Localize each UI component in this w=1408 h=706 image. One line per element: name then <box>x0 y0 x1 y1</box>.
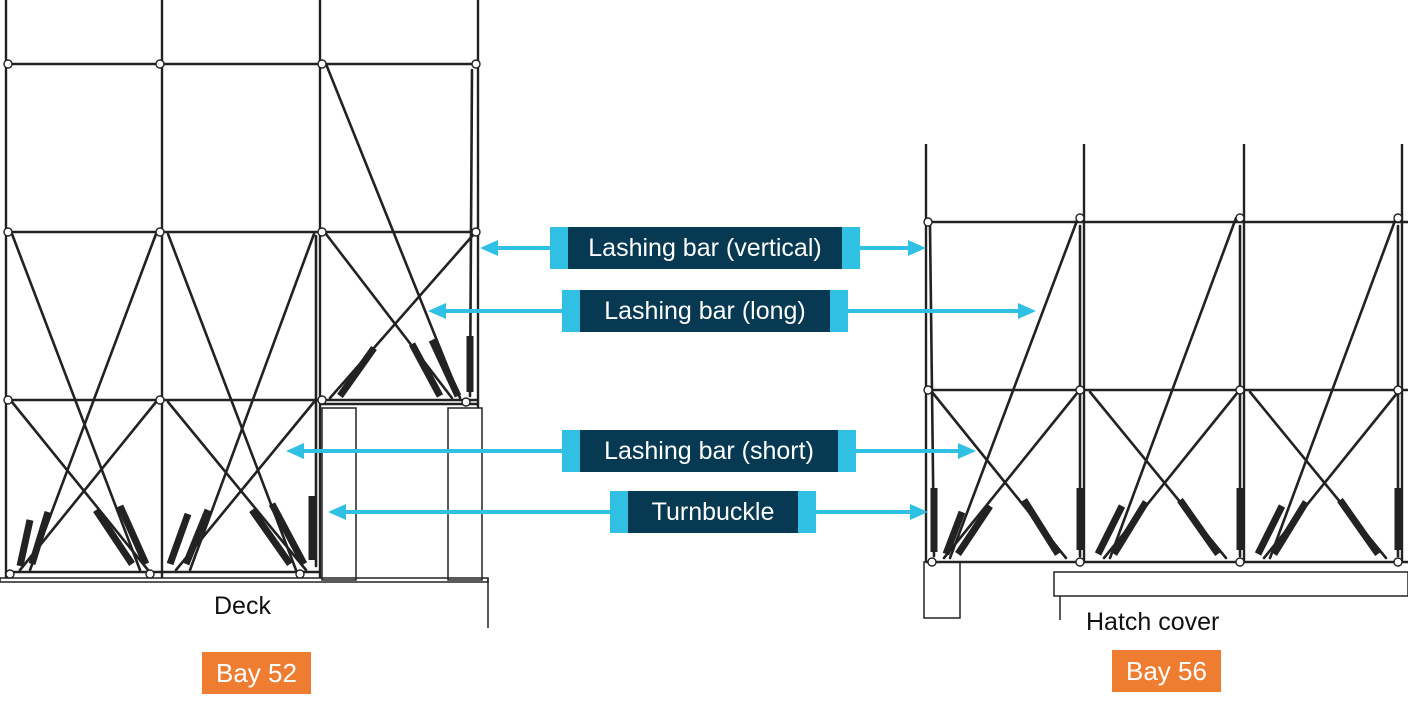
bay-52-tag: Bay 52 <box>202 652 311 694</box>
label-lashing-bar-short-text: Lashing bar (short) <box>580 430 838 472</box>
label-lashing-bar-vertical: Lashing bar (vertical) <box>550 227 860 269</box>
bay-52-drawing <box>0 0 489 628</box>
hatch-cover-label: Hatch cover <box>1086 608 1220 636</box>
bay-56-drawing <box>923 144 1408 620</box>
label-lashing-bar-vertical-text: Lashing bar (vertical) <box>568 227 842 269</box>
label-lashing-bar-long: Lashing bar (long) <box>562 290 848 332</box>
label-lashing-bar-long-text: Lashing bar (long) <box>580 290 830 332</box>
callout-arrows <box>286 240 1036 520</box>
label-lashing-bar-short: Lashing bar (short) <box>562 430 856 472</box>
deck-label: Deck <box>214 592 271 620</box>
label-turnbuckle: Turnbuckle <box>610 491 816 533</box>
label-turnbuckle-text: Turnbuckle <box>628 491 798 533</box>
bay-56-tag: Bay 56 <box>1112 650 1221 692</box>
